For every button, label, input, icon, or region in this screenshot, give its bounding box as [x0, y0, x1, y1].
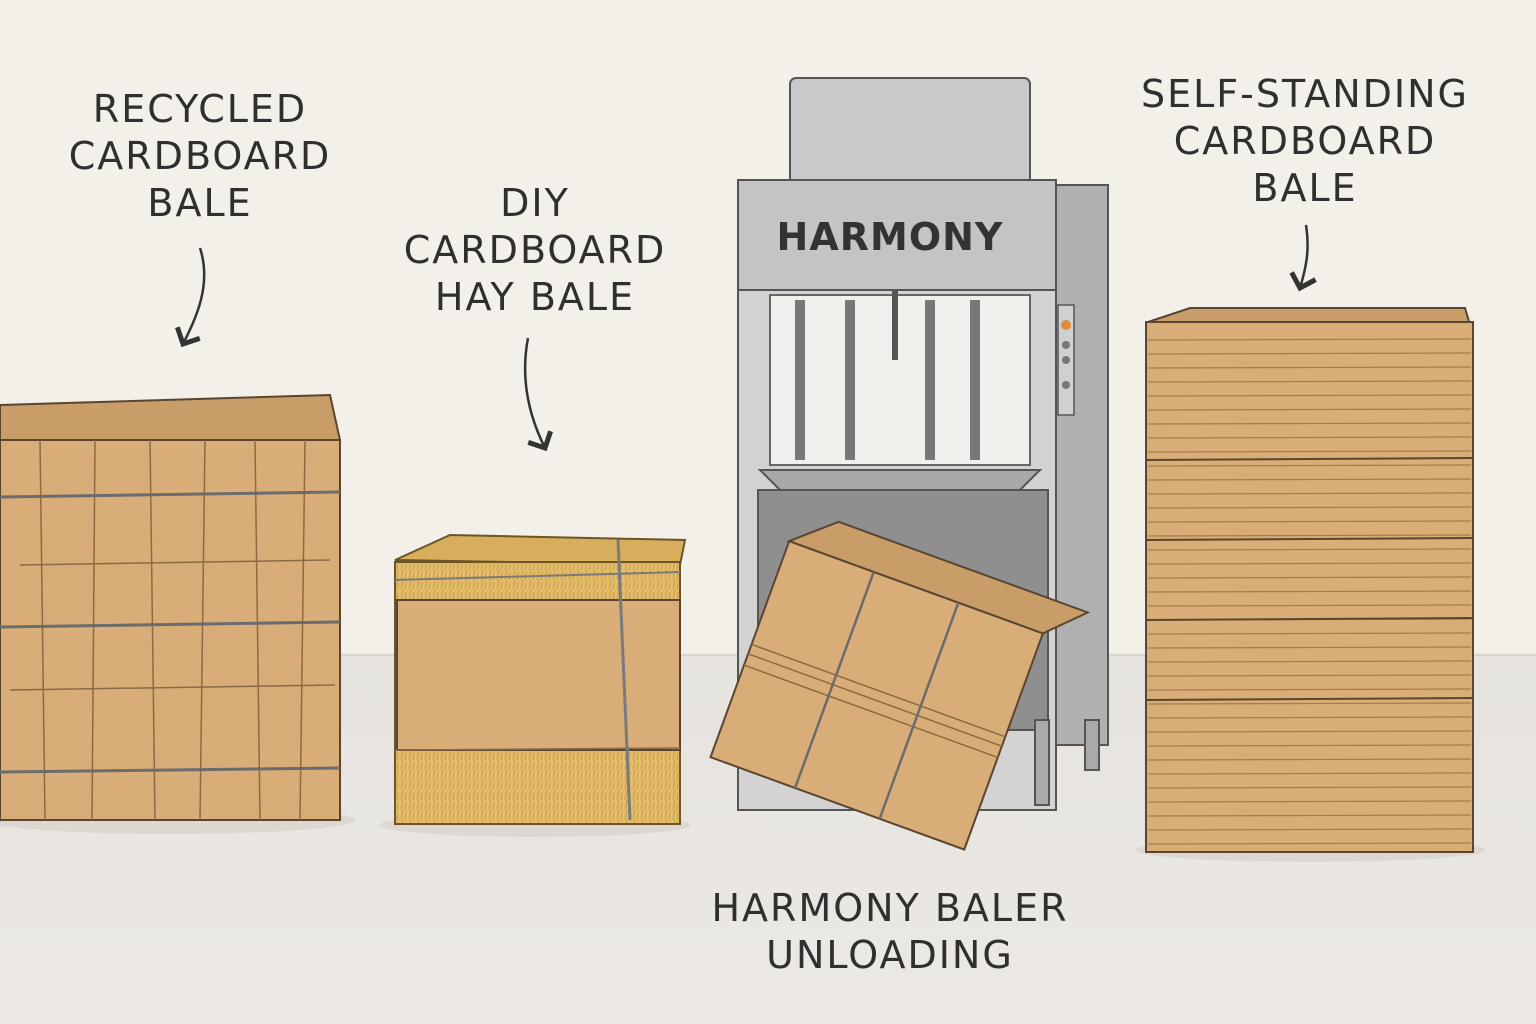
label-line: CARDBOARD: [68, 134, 332, 178]
cardboard-layer-line: [1147, 632, 1472, 635]
cardboard-layer-line: [1147, 352, 1472, 355]
cardboard-layer-line: [1147, 464, 1472, 467]
label-self-standing-cardboard-bale: SELF-STANDING CARDBOARD BALE: [1140, 71, 1470, 212]
cardboard-layer-line: [1147, 660, 1472, 663]
self-standing-cardboard-bale: [1135, 307, 1485, 862]
label-line: HAY BALE: [434, 275, 636, 319]
recycled-cardboard-bale: [0, 393, 355, 834]
cardboard-layer-line: [1147, 828, 1472, 831]
cardboard-layer-line: [1147, 604, 1472, 607]
label-diy-cardboard-hay-bale: DIY CARDBOARD HAY BALE: [395, 180, 675, 321]
label-harmony-baler-unloading: HARMONY BALER UNLOADING: [700, 885, 1080, 979]
cardboard-layer-line: [1147, 562, 1472, 565]
cardboard-layer-line: [1147, 548, 1472, 551]
cardboard-layer-line: [1147, 576, 1472, 579]
label-line: CARDBOARD: [1173, 119, 1437, 163]
label-line: CARDBOARD: [403, 228, 667, 272]
label-recycled-cardboard-bale: RECYCLED CARDBOARD BALE: [60, 86, 340, 227]
cardboard-layer-line: [1147, 520, 1472, 523]
cardboard-layer-line: [1147, 408, 1472, 411]
cardboard-layer-line: [1147, 478, 1472, 481]
cardboard-layer-line: [1147, 394, 1472, 397]
label-line: UNLOADING: [766, 933, 1014, 977]
cardboard-layer-line: [1147, 842, 1472, 845]
arrow-diy: [523, 337, 553, 452]
machine-brand: HARMONY: [777, 215, 1004, 259]
diy-hay-bale: [380, 533, 690, 837]
cardboard-layer-line: [1147, 422, 1472, 425]
cardboard-layer-line: [1147, 492, 1472, 495]
cardboard-layer-line: [1147, 450, 1472, 453]
cardboard-layer-line: [1147, 366, 1472, 369]
label-line: BALE: [147, 181, 253, 225]
cardboard-layer-line: [1147, 814, 1472, 817]
cardboard-layer-line: [1147, 506, 1472, 509]
cardboard-layer-line: [1147, 338, 1472, 341]
label-line: SELF-STANDING: [1140, 72, 1469, 116]
cardboard-layer-line: [1147, 702, 1472, 705]
cardboard-layer-line: [1147, 730, 1472, 733]
cardboard-layer-line: [1147, 534, 1472, 537]
cardboard-layer-line: [1147, 744, 1472, 747]
cardboard-layer-line: [1147, 772, 1472, 775]
cardboard-layer-line: [1147, 688, 1472, 691]
cardboard-layer-line: [1147, 800, 1472, 803]
arrow-recycled: [175, 247, 206, 348]
cardboard-layer-line: [1147, 674, 1472, 677]
label-line: BALE: [1252, 166, 1358, 210]
cardboard-layer-line: [1147, 716, 1472, 719]
label-line: RECYCLED: [92, 87, 308, 131]
cardboard-layer-line: [1147, 590, 1472, 593]
unloading-bale: [709, 520, 1091, 851]
cardboard-layer-line: [1147, 380, 1472, 383]
arrow-self-standing: [1289, 224, 1317, 292]
label-line: DIY: [500, 181, 570, 225]
cardboard-layer-line: [1147, 436, 1472, 439]
cardboard-layer-line: [1147, 758, 1472, 761]
cardboard-layer-line: [1147, 646, 1472, 649]
label-line: HARMONY BALER: [711, 886, 1069, 930]
cardboard-layer-line: [1147, 786, 1472, 789]
